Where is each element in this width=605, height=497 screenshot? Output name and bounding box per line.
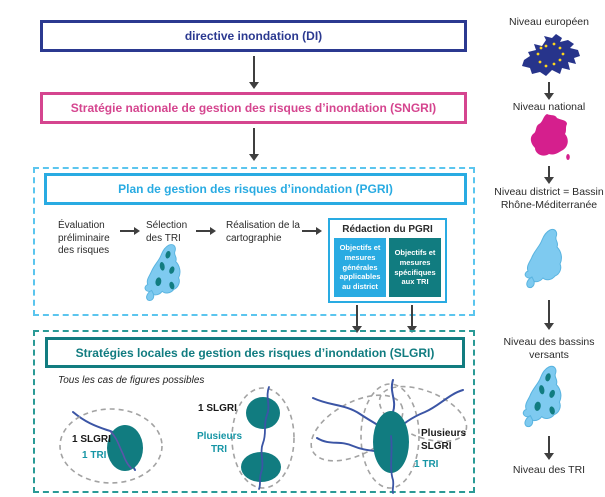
arrow-shaft [548,166,550,177]
level-european-label: Niveau européen [509,16,589,28]
down-arrow-icon [543,166,555,184]
pgri-banner: Plan de gestion des risques d’inondation… [44,173,467,205]
arrow-head [210,227,216,235]
basin-tri-map-icon [144,244,181,301]
arrow-shaft [548,82,550,93]
pgri-region [33,167,475,316]
arrow-head [249,154,259,161]
slgri-boundary-ellipse [378,385,468,443]
down-arrow-icon [351,305,363,333]
down-arrow-icon [543,82,555,100]
arrow-head [249,82,259,89]
down-arrow-icon [406,305,418,333]
case3-tri-label: 1 TRI [414,459,439,470]
sngri-label: Stratégie nationale de gestion des risqu… [70,101,437,115]
arrow-head [544,453,554,460]
arrow-shaft [302,230,316,232]
arrow-head [544,93,554,100]
slgri-boundary-ellipse [360,383,420,489]
arrow-shaft [253,56,255,82]
right-arrow-icon [196,226,216,236]
slgri-boundary-ellipse [231,387,295,489]
case1-diagram [59,408,163,484]
case1-slgri-label: 1 SLGRI [72,434,111,445]
arrow-shaft [253,128,255,154]
down-arrow-icon [543,436,555,460]
district-map-icon [524,229,562,288]
arrow-head [134,227,140,235]
france-map-icon [530,114,570,160]
level-bassins-label: Niveau des bassins versants [503,336,595,361]
slgri-caption: Tous les cas de figures possibles [58,375,205,386]
di-label: directive inondation (DI) [184,29,323,43]
arrow-shaft [548,300,550,323]
river-line [390,435,395,494]
level-district-label: Niveau district = Bassin Rhône-Méditerra… [494,186,604,211]
arrow-head [352,326,362,333]
arrow-head [544,177,554,184]
down-arrow-icon [248,128,260,161]
slgri-label: Stratégies locales de gestion des risque… [75,345,435,360]
arrow-shaft [356,305,358,326]
europe-map-icon [522,34,580,76]
step-cartographie: Réalisation de la cartographie [226,220,300,244]
pgri-label: Plan de gestion des risques d’inondation… [118,182,393,196]
arrow-head [544,323,554,330]
river-line [258,386,270,490]
arrow-shaft [120,230,134,232]
objectives-specific-box: Objectifs et mesures spécifiques aux TRI [389,238,441,297]
right-arrow-icon [302,226,322,236]
slgri-boundary-ellipse [310,394,404,462]
tri-zone-ellipse [241,452,281,482]
case2-slgri-label: 1 SLGRI [198,403,237,414]
redaction-pgri-box: Rédaction du PGRI Objectifs et mesures g… [328,218,447,303]
river-line [110,431,132,469]
right-arrow-icon [120,226,140,236]
arrow-head [316,227,322,235]
arrow-head [407,326,417,333]
tri-zone-ellipse [107,425,143,471]
arrow-shaft [411,305,413,326]
down-arrow-icon [543,300,555,330]
down-arrow-icon [248,56,260,89]
arrow-shaft [196,230,210,232]
objectives-general-box: Objectifs et mesures générales applicabl… [334,238,386,297]
step-selection-tri: Sélection des TRI [146,220,188,244]
case2-tri-label: Plusieurs TRI [197,431,243,455]
case2-diagram [231,386,295,490]
redaction-row: Objectifs et mesures générales applicabl… [330,238,445,301]
arrow-shaft [548,436,550,453]
tri-zone-ellipse [246,397,280,429]
step-evaluation: Évaluation préliminaire des risques [58,220,110,256]
redaction-title: Rédaction du PGRI [342,224,433,235]
case1-tri-label: 1 TRI [82,450,107,461]
slgri-banner: Stratégies locales de gestion des risque… [45,337,465,368]
di-banner: directive inondation (DI) [40,20,467,52]
case3-diagram [310,379,468,494]
sngri-banner: Stratégie nationale de gestion des risqu… [40,92,467,124]
slgri-region [33,330,475,493]
slgri-boundary-ellipse [59,408,163,484]
basin-tri-map-icon [522,365,562,428]
level-tri-label: Niveau des TRI [512,464,586,476]
level-national-label: Niveau national [512,101,586,113]
case3-slgri-label: Plusieurs SLGRI [421,428,467,452]
